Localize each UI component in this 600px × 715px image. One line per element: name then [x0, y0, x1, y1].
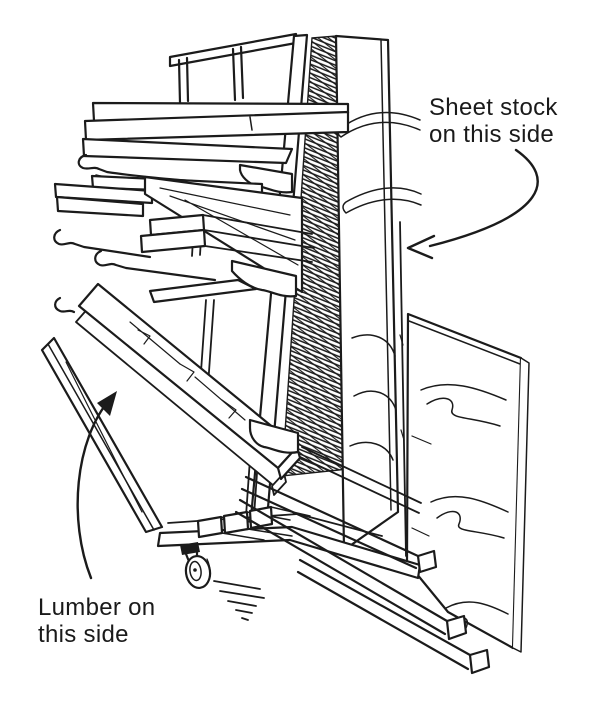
lumber-label-line2: this side: [38, 621, 129, 648]
lumber-shelf-top: [77, 101, 350, 194]
lumber-shelf-bottom: [40, 278, 302, 534]
ground-hatch-marks: [213, 580, 265, 621]
lumber-label-line1: Lumber on: [38, 594, 156, 621]
lumber-arrow: [76, 391, 117, 580]
long-boards: [234, 446, 491, 675]
cart-base: [156, 505, 422, 580]
sheet-stock-label-line2: on this side: [429, 121, 555, 148]
plywood-sheet: [405, 312, 530, 653]
lumber-label: Lumber on this side: [38, 594, 155, 648]
lumber-shelf-middle: [53, 174, 315, 298]
sheet-stock-arrow: [406, 148, 539, 260]
leaning-sheet: [334, 34, 422, 557]
caster-wheel: [184, 554, 212, 590]
sheet-stock-label-line1: Sheet stock: [429, 94, 558, 121]
sheet-stock-label: Sheet stock on this side: [429, 94, 558, 148]
